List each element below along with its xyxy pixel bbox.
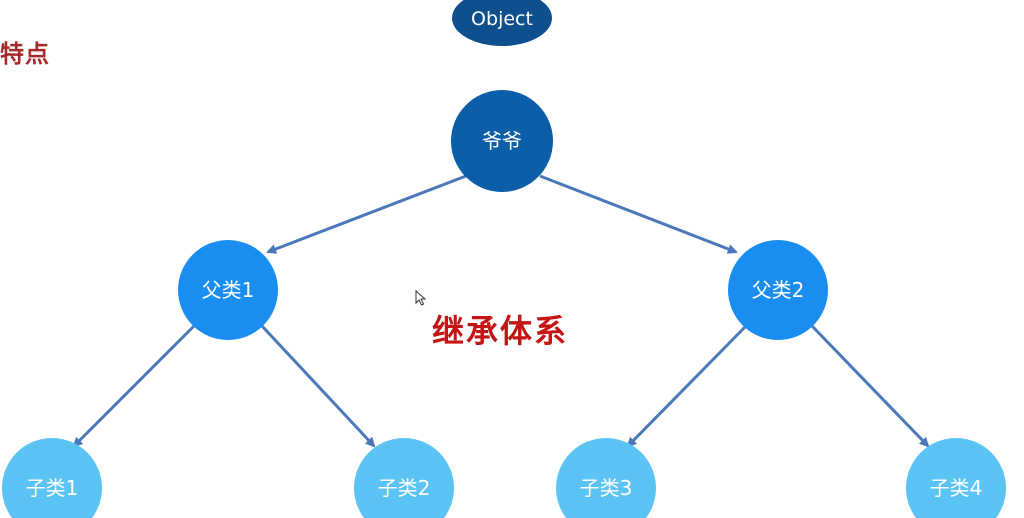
node-object: Object — [452, 0, 552, 46]
node-grandparent: 爷爷 — [451, 90, 553, 192]
edge-parent2-child4 — [810, 324, 930, 448]
node-parent1-label: 父类1 — [202, 278, 255, 302]
node-child3-shape — [556, 438, 656, 518]
edge-parent1-child1 — [72, 324, 196, 448]
edges — [72, 174, 930, 448]
node-object-shape — [452, 0, 552, 46]
node-grandparent-shape — [451, 90, 553, 192]
node-parent2-shape — [728, 240, 828, 340]
section-heading: 特点 — [0, 40, 50, 68]
edge-parent2-child3 — [626, 324, 748, 448]
node-grandparent-label: 爷爷 — [482, 129, 522, 153]
mouse-cursor-icon — [415, 290, 427, 306]
node-child1-label: 子类1 — [26, 476, 79, 500]
edge-grandparent-parent1 — [266, 174, 467, 254]
node-object-label: Object — [471, 8, 533, 30]
node-child2: 子类2 — [354, 438, 454, 518]
node-child1: 子类1 — [2, 438, 102, 518]
node-child1-shape — [2, 438, 102, 518]
edge-grandparent-parent2 — [539, 174, 738, 254]
node-parent1: 父类1 — [178, 240, 278, 340]
node-parent1-shape — [178, 240, 278, 340]
node-child4-label: 子类4 — [930, 476, 983, 500]
node-parent2-label: 父类2 — [752, 278, 805, 302]
node-child2-shape — [354, 438, 454, 518]
node-parent2: 父类2 — [728, 240, 828, 340]
node-child3-label: 子类3 — [580, 476, 633, 500]
node-child3: 子类3 — [556, 438, 656, 518]
node-child4-shape — [906, 438, 1006, 518]
diagram-title: 继承体系 — [432, 312, 569, 350]
node-child2-label: 子类2 — [378, 476, 431, 500]
node-child4: 子类4 — [906, 438, 1006, 518]
edge-parent1-child2 — [260, 324, 376, 448]
